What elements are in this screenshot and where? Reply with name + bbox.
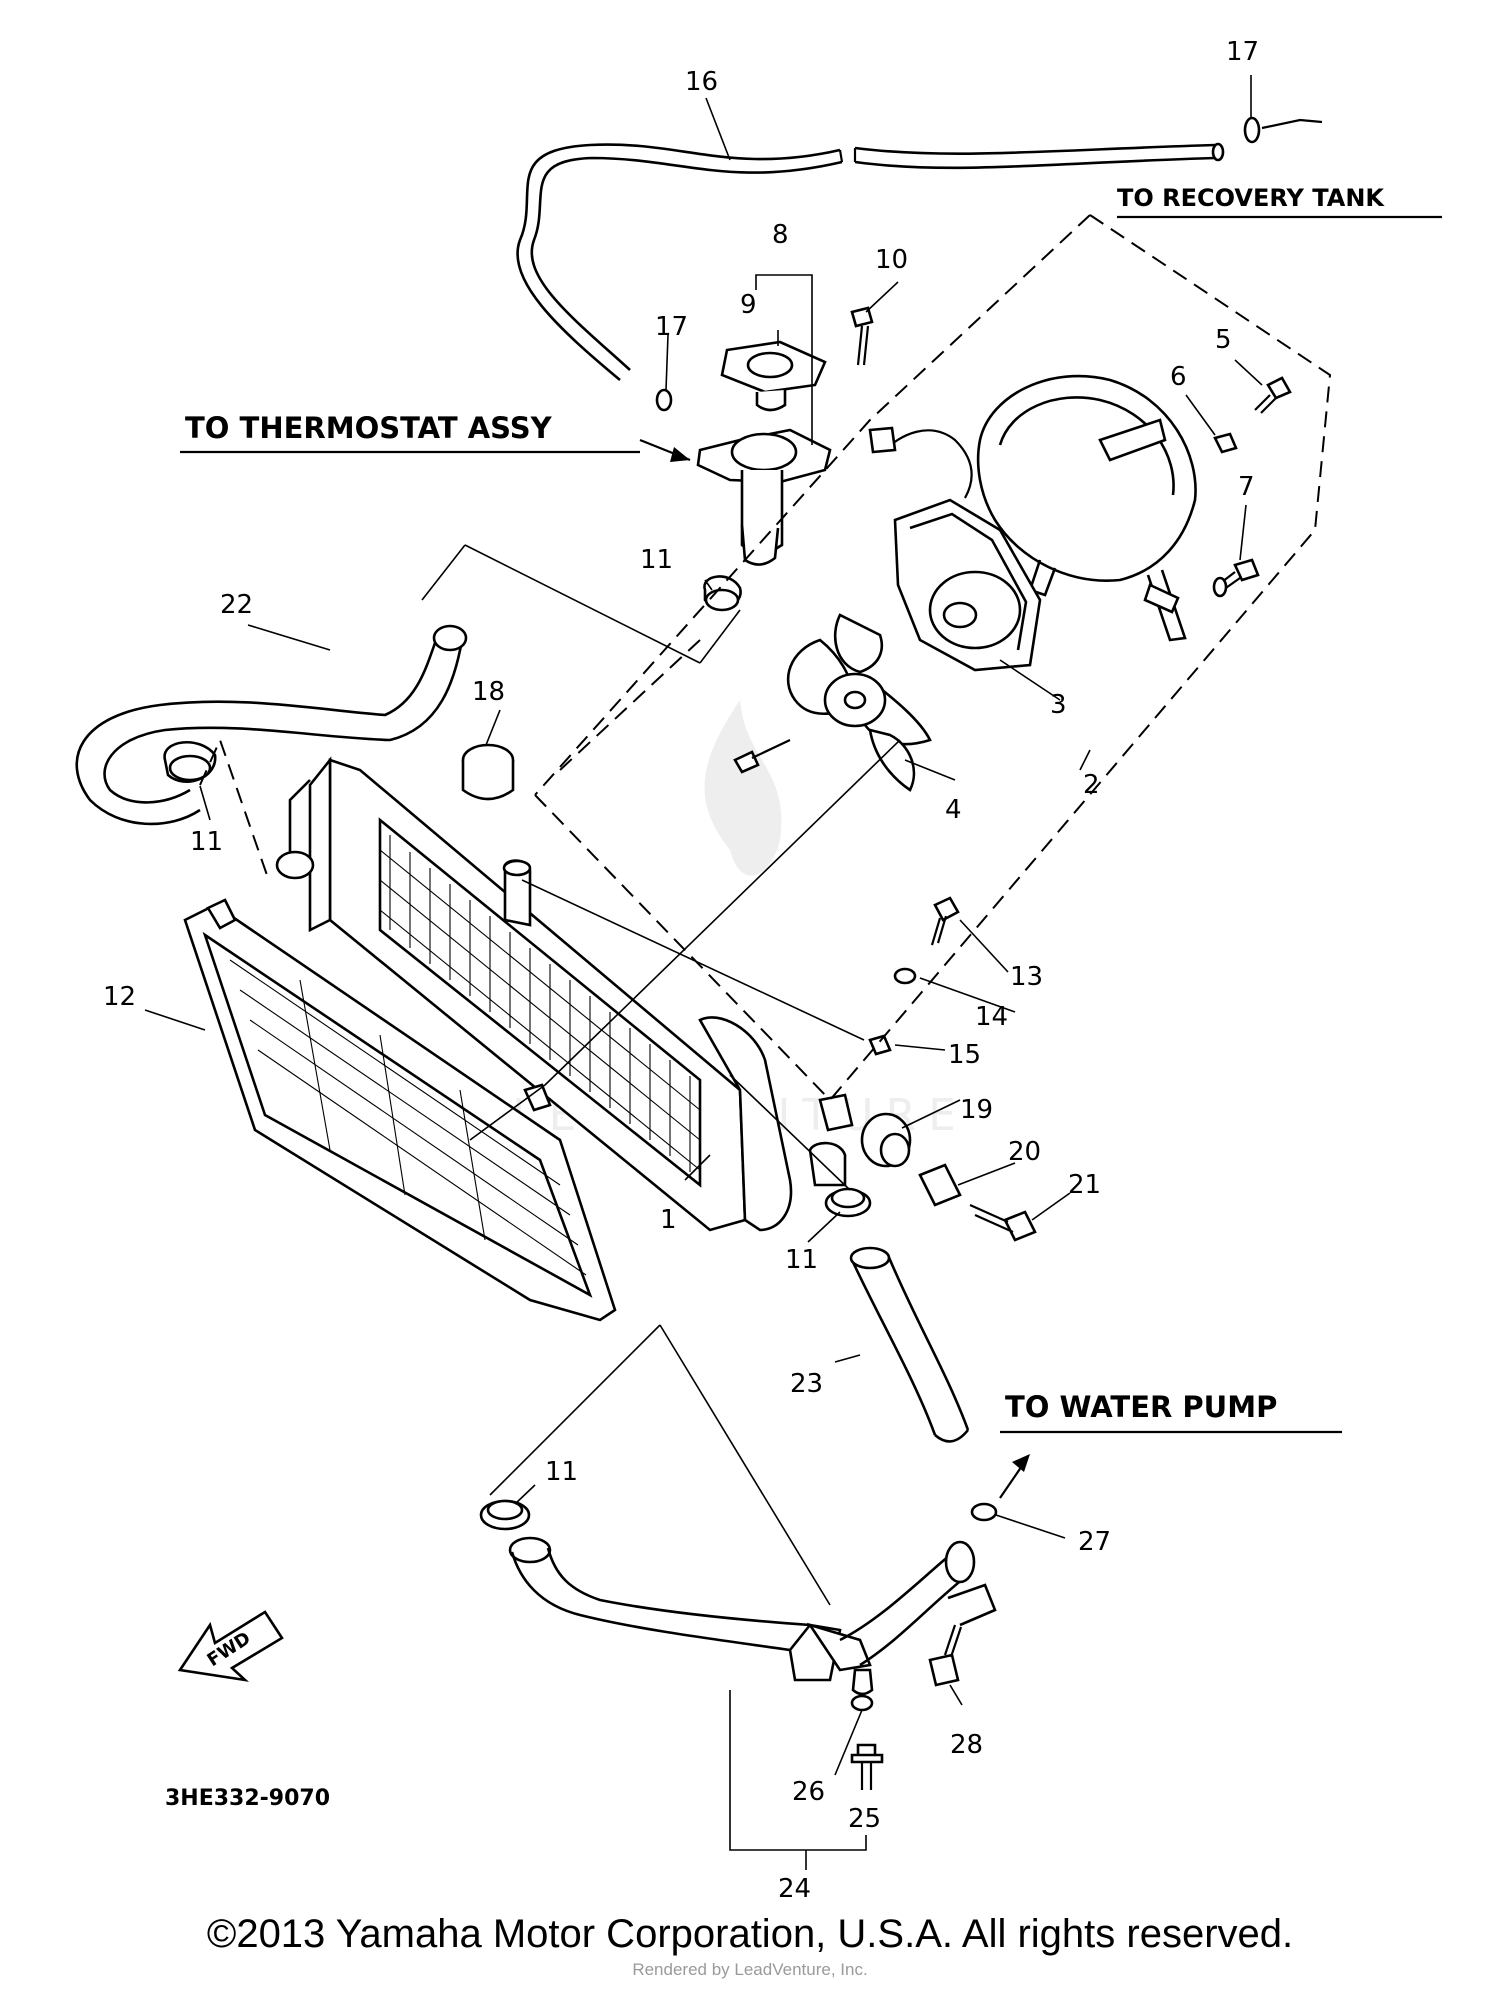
- callout-3: 3: [1050, 690, 1067, 720]
- part-18-radiator-cap[interactable]: [461, 743, 515, 801]
- callout-8: 8: [772, 220, 789, 250]
- callout-11-mid: 11: [785, 1245, 818, 1275]
- fwd-arrow-icon: FWD: [177, 1610, 284, 1682]
- copyright-notice: ©2013 Yamaha Motor Corporation, U.S.A. A…: [206, 1912, 1294, 1956]
- part-27-o-ring[interactable]: [970, 1502, 998, 1522]
- callout-6: 6: [1170, 362, 1187, 392]
- svg-text:TO THERMOSTAT ASSY: TO THERMOSTAT ASSY: [185, 411, 553, 445]
- to-water-pump-label: TO WATER PUMP: [1000, 1390, 1342, 1434]
- callout-15: 15: [948, 1040, 981, 1070]
- part-12-radiator-guard[interactable]: [183, 898, 617, 1322]
- part-22-upper-radiator-hose[interactable]: [75, 624, 468, 826]
- callout-18: 18: [472, 677, 505, 707]
- callout-numbers: 1 2 3 4 5 6 7 8 9 10 11 11 11 11 12 13 1…: [103, 37, 1259, 1904]
- callout-9: 9: [740, 290, 757, 320]
- part-16-recovery-hose[interactable]: [516, 142, 1225, 381]
- part-11-clamp-mid[interactable]: [824, 1187, 872, 1218]
- callout-23: 23: [790, 1369, 823, 1399]
- part-6-nut[interactable]: [1213, 432, 1238, 454]
- callout-20: 20: [1008, 1137, 1041, 1167]
- callout-14: 14: [975, 1002, 1008, 1032]
- part-20-collar[interactable]: [918, 1163, 962, 1207]
- diagram-code: 3HE332-9070: [165, 1786, 330, 1811]
- callout-21: 21: [1068, 1170, 1101, 1200]
- callout-2: 2: [1083, 770, 1100, 800]
- part-11-clamp-bottom[interactable]: [479, 1499, 531, 1531]
- callout-25: 25: [848, 1804, 881, 1834]
- part-19-grommet[interactable]: [860, 1112, 912, 1168]
- callout-16: 16: [685, 67, 718, 97]
- part-10-bolt[interactable]: [850, 306, 874, 366]
- part-11-clamp-top[interactable]: [703, 575, 742, 612]
- callout-24: 24: [778, 1874, 811, 1904]
- part-17-clip-left[interactable]: [655, 388, 673, 412]
- part-1-radiator[interactable]: [275, 756, 854, 1232]
- callout-27: 27: [1078, 1527, 1111, 1557]
- radiator-core-fins: [379, 835, 701, 1172]
- fan-blade-bolt[interactable]: [733, 739, 791, 774]
- render-credit: Rendered by LeadVenture, Inc.: [632, 1960, 868, 1979]
- part-9-thermostat-cover[interactable]: [720, 340, 827, 412]
- assembly-guide-lines: [199, 214, 1332, 1606]
- guard-mesh: [229, 959, 587, 1276]
- part-28-bolt[interactable]: [928, 1624, 963, 1687]
- callout-leaders: [144, 75, 1263, 1870]
- part-11-clamp-left[interactable]: [163, 741, 217, 783]
- svg-text:TO WATER PUMP: TO WATER PUMP: [1005, 1390, 1277, 1424]
- part-5-screw[interactable]: [1254, 376, 1292, 414]
- callout-5: 5: [1215, 325, 1232, 355]
- callout-11-top: 11: [640, 545, 673, 575]
- callout-1: 1: [660, 1205, 677, 1235]
- svg-text:TO RECOVERY TANK: TO RECOVERY TANK: [1117, 184, 1385, 212]
- part-23-lower-hose[interactable]: [849, 1246, 970, 1443]
- part-21-bolt[interactable]: [969, 1203, 1037, 1242]
- callout-4: 4: [945, 795, 962, 825]
- part-13-bolt[interactable]: [930, 896, 960, 946]
- part-2-fan-shroud[interactable]: [976, 374, 1197, 642]
- water-pump-direction-arrow: [999, 1454, 1030, 1499]
- part-25-drain-bolt[interactable]: [850, 1743, 884, 1790]
- callout-26: 26: [792, 1777, 825, 1807]
- callout-28: 28: [950, 1730, 983, 1760]
- callout-19: 19: [960, 1095, 993, 1125]
- callout-12: 12: [103, 982, 136, 1012]
- callout-7: 7: [1238, 472, 1255, 502]
- part-26-gasket[interactable]: [850, 1694, 874, 1712]
- thermostat-direction-arrow: [639, 438, 691, 462]
- part-15-nut[interactable]: [868, 1034, 892, 1056]
- callout-10: 10: [875, 245, 908, 275]
- part-24-water-pipe-assy[interactable]: [508, 1536, 997, 1696]
- part-7-screw[interactable]: [1212, 558, 1260, 598]
- callout-22: 22: [220, 590, 253, 620]
- callout-17-left: 17: [655, 312, 688, 342]
- callout-11-bottom: 11: [545, 1457, 578, 1487]
- part-17-clip-top[interactable]: [1243, 116, 1323, 144]
- part-8-thermostat-housing[interactable]: [696, 428, 832, 566]
- to-thermostat-assy-label: TO THERMOSTAT ASSY: [180, 411, 640, 454]
- callout-11-left: 11: [190, 827, 223, 857]
- part-14-washer[interactable]: [893, 967, 917, 985]
- callout-17-top: 17: [1226, 37, 1259, 67]
- to-recovery-tank-label: TO RECOVERY TANK: [1117, 184, 1442, 219]
- part-4-fan-blade[interactable]: [786, 613, 932, 792]
- callout-13: 13: [1010, 962, 1043, 992]
- part-3-fan-motor[interactable]: [868, 426, 1042, 672]
